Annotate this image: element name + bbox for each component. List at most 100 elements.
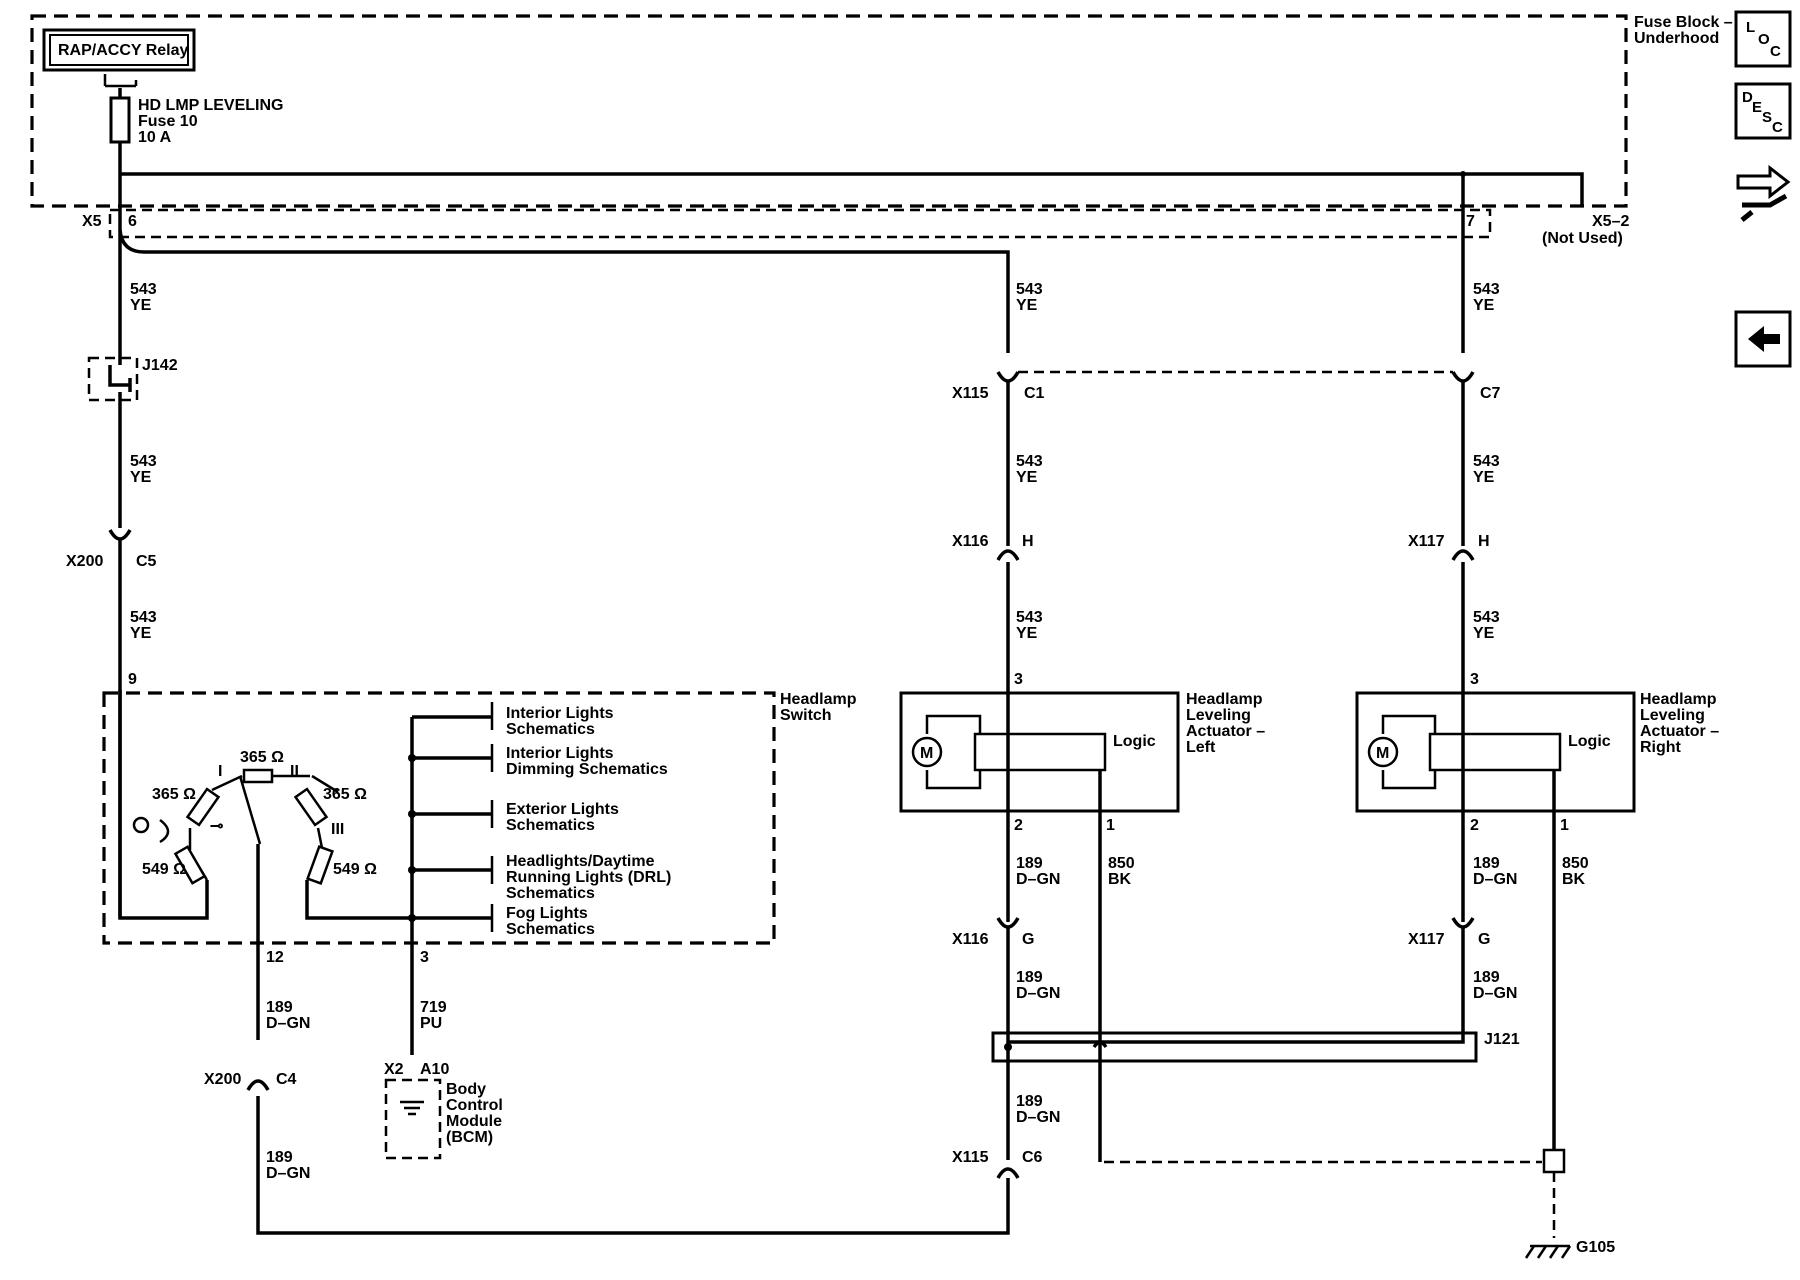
svg-text:J142: J142 (142, 357, 178, 374)
svg-text:1: 1 (1106, 817, 1115, 834)
svg-text:543: 543 (130, 609, 157, 626)
svg-text:365 Ω: 365 Ω (323, 786, 367, 803)
svg-text:Schematics[interactable]: Schematics (506, 885, 595, 902)
loc-button[interactable]: L O C (1734, 10, 1792, 68)
svg-text:C6: C6 (1022, 1149, 1043, 1166)
svg-text:3: 3 (1014, 671, 1023, 688)
svg-text:189: 189 (266, 1149, 293, 1166)
svg-text:YE: YE (1473, 297, 1495, 314)
svg-text:Fuse 10: Fuse 10 (138, 113, 198, 130)
svg-text:3: 3 (420, 949, 429, 966)
svg-text:Schematics[interactable]: Schematics (506, 921, 595, 938)
svg-text:X2: X2 (384, 1061, 404, 1078)
svg-text:X117: X117 (1408, 931, 1445, 948)
svg-text:7: 7 (1466, 213, 1475, 230)
svg-text:YE: YE (130, 297, 152, 314)
svg-text:G105: G105 (1576, 1239, 1615, 1256)
actuator-right: 3 M Logic 2 1 Headlamp Leveling Actuator… (1355, 671, 1719, 1150)
svg-text:365 Ω: 365 Ω (240, 749, 284, 766)
ref-fog-lights[interactable]: Fog Lights (506, 905, 588, 922)
svg-text:189: 189 (266, 999, 293, 1016)
svg-text:(BCM): (BCM) (446, 1129, 493, 1146)
svg-text:365 Ω: 365 Ω (152, 786, 196, 803)
svg-text:III: III (331, 821, 344, 838)
body-control-module: X2 A10 Body Control Module (BCM) (384, 1061, 503, 1160)
svg-text:C4: C4 (276, 1071, 297, 1088)
svg-text:YE: YE (1016, 469, 1038, 486)
svg-text:X115: X115 (952, 1149, 989, 1166)
svg-text:E: E (1752, 99, 1762, 116)
actuator-left-title: Headlamp (1186, 691, 1263, 708)
svg-text:X200: X200 (66, 553, 103, 570)
svg-text:X115: X115 (952, 385, 989, 402)
connector-wrench-icon[interactable] (1736, 164, 1791, 222)
svg-text:Logic: Logic (1113, 733, 1156, 750)
ref-interior-lights[interactable]: Interior Lights (506, 705, 614, 722)
svg-text:Control: Control (446, 1097, 503, 1114)
svg-text:J121: J121 (1484, 1031, 1520, 1048)
ref-headlights-drl[interactable]: Headlights/Daytime (506, 853, 655, 870)
svg-text:850: 850 (1562, 855, 1589, 872)
svg-text:C5: C5 (136, 553, 157, 570)
svg-text:543: 543 (130, 453, 157, 470)
svg-text:D–GN: D–GN (1473, 871, 1517, 888)
svg-text:D–GN: D–GN (1016, 1109, 1060, 1126)
ref-interior-lights-dimming[interactable]: Interior Lights (506, 745, 614, 762)
svg-text:189: 189 (1016, 855, 1043, 872)
svg-text:9: 9 (128, 671, 137, 688)
svg-text:Body: Body (446, 1081, 486, 1098)
svg-text:I: I (218, 763, 222, 780)
svg-text:H: H (1478, 533, 1490, 550)
svg-text:850: 850 (1108, 855, 1135, 872)
svg-text:YE: YE (1016, 297, 1038, 314)
x5-2-label: X5–2 (1592, 213, 1629, 230)
svg-text:189: 189 (1473, 969, 1500, 986)
desc-button[interactable]: D E S C (1734, 82, 1792, 140)
svg-text:(Not Used): (Not Used) (1542, 230, 1623, 247)
svg-text:O: O (1758, 31, 1770, 48)
svg-text:Running Lights (DRL)[interactable]: Running Lights (DRL) (506, 869, 671, 886)
svg-text:2: 2 (1014, 817, 1023, 834)
svg-text:543: 543 (1016, 281, 1043, 298)
svg-text:S: S (1762, 109, 1772, 126)
svg-text:X116: X116 (952, 533, 989, 550)
svg-text:Schematics[interactable]: Schematics (506, 817, 595, 834)
svg-text:549 Ω: 549 Ω (142, 861, 186, 878)
svg-text:10 A: 10 A (138, 129, 172, 146)
headlamp-switch-symbol: ⊸ (210, 818, 223, 835)
arrow-left-icon (1748, 326, 1780, 352)
svg-text:Leveling: Leveling (1640, 707, 1705, 724)
svg-text:X200: X200 (204, 1071, 241, 1088)
svg-text:X117: X117 (1408, 533, 1445, 550)
rap-accy-relay: RAP/ACCY Relay (42, 28, 196, 88)
fuse-10: HD LMP LEVELING Fuse 10 10 A (109, 88, 284, 230)
fuse-label: HD LMP LEVELING (138, 97, 284, 114)
svg-text:YE: YE (1473, 625, 1495, 642)
svg-text:C: C (1772, 119, 1783, 136)
svg-text:M: M (1376, 745, 1389, 762)
ref-exterior-lights[interactable]: Exterior Lights (506, 801, 619, 818)
fuse-block-underhood: Fuse Block – Underhood (30, 14, 1733, 208)
svg-text:543: 543 (1016, 609, 1043, 626)
svg-text:Leveling: Leveling (1186, 707, 1251, 724)
back-button[interactable] (1734, 310, 1792, 368)
svg-text:PU: PU (420, 1015, 442, 1032)
svg-text:H: H (1022, 533, 1034, 550)
svg-text:Right: Right (1640, 739, 1682, 756)
svg-text:Dimming Schematics[interactable]: Dimming Schematics (506, 761, 668, 778)
svg-text:C1: C1 (1024, 385, 1045, 402)
svg-text:543: 543 (1473, 609, 1500, 626)
relay-label: RAP/ACCY Relay (58, 42, 189, 59)
svg-text:189: 189 (1016, 1093, 1043, 1110)
svg-text:L: L (1746, 19, 1755, 36)
svg-text:D–GN: D–GN (1016, 871, 1060, 888)
svg-text:G: G (1022, 931, 1034, 948)
svg-text:YE: YE (130, 469, 152, 486)
svg-text:Switch: Switch (780, 707, 832, 724)
svg-text:D–GN: D–GN (266, 1165, 310, 1182)
svg-text:X5: X5 (82, 213, 102, 230)
svg-text:189: 189 (1473, 855, 1500, 872)
svg-text:Headlamp: Headlamp (780, 691, 857, 708)
svg-text:Schematics[interactable]: Schematics (506, 721, 595, 738)
